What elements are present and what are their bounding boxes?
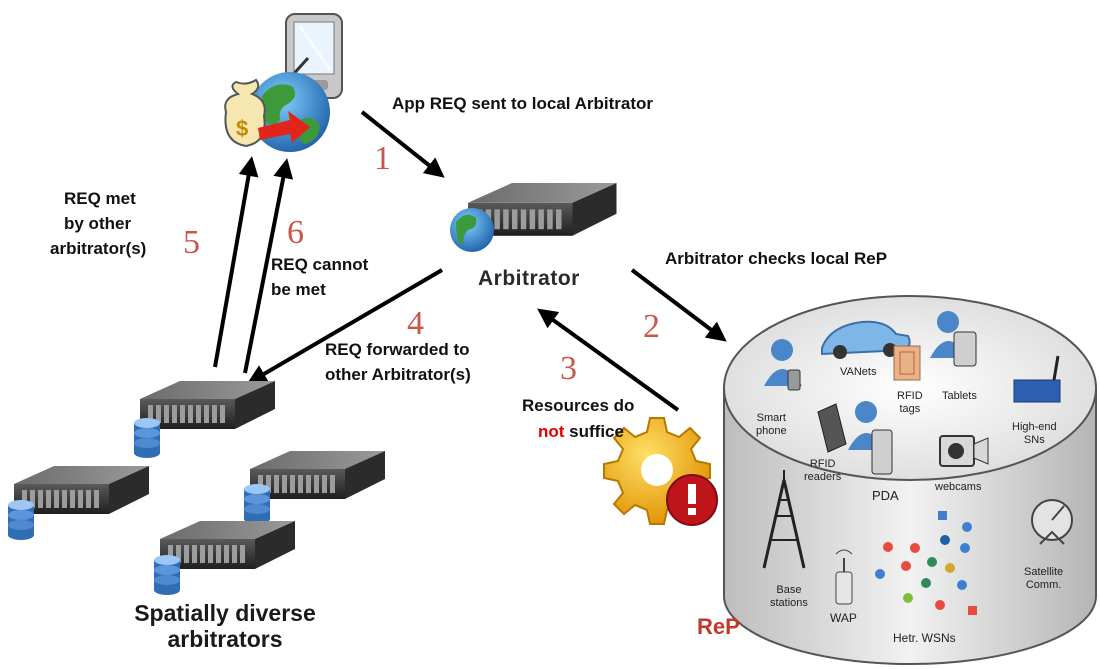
diverse-arbitrators-label-line1: Spatially diverse: [134, 600, 316, 626]
remote-arbitrator-1: [134, 381, 275, 458]
step5-label-line3: arbitrator(s): [50, 239, 147, 258]
pda-icon: [270, 13, 343, 100]
step-number-2: 2: [643, 308, 660, 345]
satellite-label-line1: Satellite: [1024, 566, 1064, 578]
tablets-label: Tablets: [942, 390, 977, 402]
app-icon-group: $: [224, 13, 343, 152]
diverse-arbitrators-label-line2: arbitrators: [167, 626, 283, 652]
arrow-step2: [630, 268, 727, 342]
step-number-4: 4: [407, 305, 424, 342]
arbitrator-server-icon: [450, 183, 617, 252]
vanets-label: VANets: [840, 366, 877, 378]
arrow-step5: [213, 156, 259, 368]
smartphone-user-icon: [764, 339, 802, 391]
webcam-icon: [939, 435, 989, 467]
step-number-5: 5: [183, 224, 200, 261]
arrow-step4: [246, 268, 444, 385]
remote-arbitrator-3: [244, 451, 385, 524]
step1-label: App REQ sent to local Arbitrator: [392, 94, 654, 113]
remote-arbitrator-4: [154, 521, 295, 595]
step4-label-line2: other Arbitrator(s): [325, 365, 471, 384]
step5-label-line2: by other: [64, 214, 132, 233]
rfid-readers-label-line1: RFID: [809, 458, 836, 470]
wap-label: WAP: [830, 611, 857, 625]
car-icon: [821, 320, 911, 359]
high-end-label-line2: SNs: [1023, 434, 1045, 446]
wap-icon: [835, 549, 853, 605]
smartphone-label-line2: phone: [756, 425, 787, 437]
step3-suffice-word: suffice: [564, 422, 624, 441]
step-number-3: 3: [560, 350, 577, 387]
webcams-label: webcams: [935, 481, 982, 493]
step4-label-line1: REQ forwarded to: [325, 340, 470, 359]
rep-label: ReP: [697, 614, 740, 639]
high-end-sn-icon: [1013, 355, 1061, 403]
tablet-user-icon: [930, 311, 977, 367]
rep-cylinder: [723, 295, 1097, 665]
satellite-label-line2: Comm.: [1025, 579, 1062, 591]
arrow-step6: [243, 158, 294, 374]
rfid-tag-icon: [893, 345, 921, 381]
rfid-tags-label-line2: tags: [899, 403, 921, 415]
svg-text:$: $: [236, 116, 248, 141]
high-end-label-line1: High-end: [1012, 421, 1057, 433]
base-station-icon: [762, 470, 806, 569]
step3-not-word: not: [538, 422, 565, 441]
satellite-dish-icon: [1031, 499, 1073, 545]
arbitrator-label: Arbitrator: [478, 267, 580, 290]
gear-alert-icon: [603, 417, 718, 526]
rfid-tags-label-line1: RFID: [897, 390, 923, 402]
smartphone-label-line1: Smart: [756, 412, 786, 424]
base-stations-label-line2: stations: [770, 597, 808, 609]
wsn-nodes-icon: [875, 511, 977, 615]
remote-arbitrator-2: [8, 466, 149, 540]
step6-label-line1: REQ cannot: [271, 255, 369, 274]
step5-label-line1: REQ met: [64, 189, 136, 208]
red-arrow-icon: [258, 111, 310, 143]
step-number-1: 1: [374, 140, 391, 177]
step3-label-line1: Resources do: [522, 396, 635, 415]
rfid-reader-icon: [817, 403, 847, 453]
rfid-readers-label-line2: readers: [804, 471, 842, 483]
wsns-label: Hetr. WSNs: [893, 631, 956, 645]
base-stations-label-line1: Base: [776, 584, 802, 596]
arrow-step3: [537, 308, 680, 412]
pda-user-icon: [848, 401, 893, 475]
step-number-6: 6: [287, 214, 304, 251]
step3-label-line2: not suffice: [538, 421, 624, 443]
arrow-step1: [360, 110, 445, 178]
step2-label: Arbitrator checks local ReP: [665, 249, 888, 268]
money-bag-icon: $: [224, 78, 266, 148]
pda-label: PDA: [872, 488, 899, 503]
step6-label-line2: be met: [271, 280, 326, 299]
